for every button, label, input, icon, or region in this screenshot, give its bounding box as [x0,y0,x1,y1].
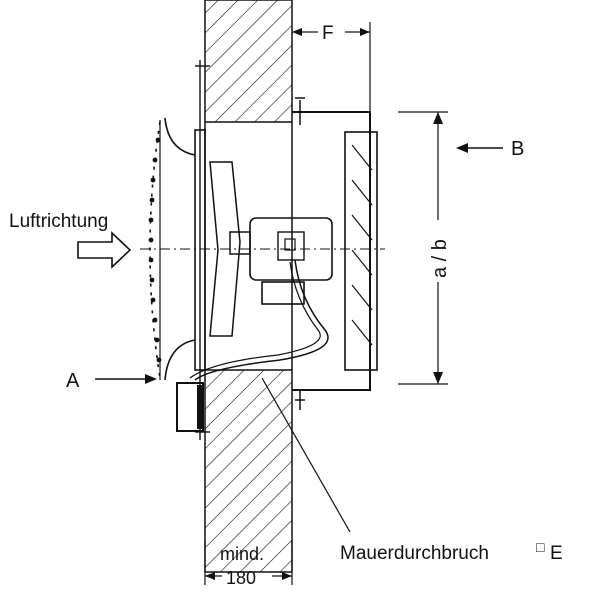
cable [194,259,329,381]
wall-opening-leader [261,377,351,533]
louver-slats [351,144,373,346]
fan-unit [148,60,251,440]
side-b-label: B [511,138,524,160]
dimension-min-value: 180 [226,568,256,585]
inlet-cone-top [164,117,196,156]
guard-grille [149,121,161,379]
air-direction-label: Luftrichtung [9,211,108,232]
wall [204,0,293,573]
side-b-marker: B [456,138,524,160]
wall-lower [204,369,293,573]
dimension-ab-label: a / b [429,239,451,278]
terminal-box [277,231,305,261]
wall-opening-label: Mauerdurchbruch [340,543,489,564]
dimension-ab [398,111,448,385]
motor [189,217,333,381]
louver-frame [344,131,378,371]
side-a-marker: A [66,370,157,392]
fan-blade [209,161,241,337]
weather-hood [292,97,378,410]
switch-box-side [197,385,203,429]
wall-upper [204,0,293,123]
dimension-f [292,22,371,112]
dimension-min [204,540,293,585]
air-direction-arrow [77,231,132,269]
square-symbol: □ [536,539,545,555]
hood-outline [292,111,371,391]
e-label: E [550,543,563,564]
dimension-f-label: F [322,23,334,44]
motor-foot [261,281,305,305]
inlet-cone-bottom [164,339,196,381]
side-a-label: A [66,370,80,392]
dimension-min-label: mind. [220,544,264,564]
